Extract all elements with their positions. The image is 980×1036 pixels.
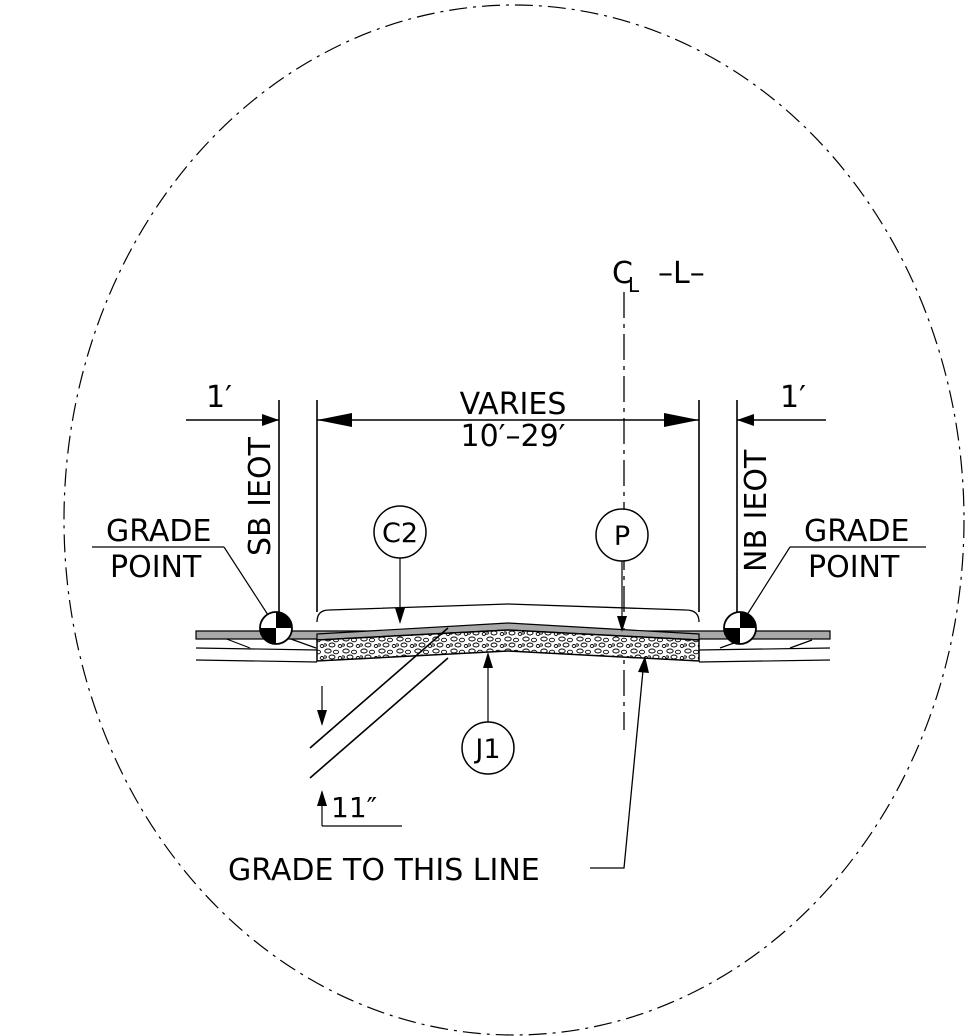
right-offset-arrow (737, 414, 754, 426)
nb-edge-label: NB IEOT (739, 449, 774, 572)
grade-point-right-symbol (723, 611, 757, 645)
callout-c2-label: C2 (382, 518, 418, 549)
depth-label: 11″ (331, 791, 377, 824)
grade-note-leader (590, 659, 645, 869)
grade-point-left-symbol (259, 611, 293, 645)
grade-point-right-line2: POINT (808, 550, 900, 585)
grade-point-left-line2: POINT (110, 550, 202, 585)
aggregate-base (316, 629, 700, 662)
width-dim-arrow-left (317, 413, 352, 427)
slope-line-lower (309, 657, 449, 779)
pavement-outline (316, 603, 700, 623)
grade-note-arrow (638, 656, 649, 673)
centerline-symbol-c: C (612, 256, 633, 291)
callout-p-label: P (614, 521, 630, 552)
left-offset-label: 1′ (206, 380, 232, 415)
callout-c2-arrow (395, 608, 405, 624)
grade-point-right-line1: GRADE (804, 514, 909, 549)
depth-arrow-top (317, 710, 327, 726)
grade-point-right-leader (744, 546, 791, 619)
sb-edge-label: SB IEOT (243, 436, 278, 556)
width-dim-arrow-right (664, 413, 699, 427)
callout-j1-label: J1 (473, 734, 500, 765)
centerline-symbol-l: L (628, 273, 640, 297)
callout-p-arrow (617, 616, 627, 632)
left-offset-arrow (262, 414, 279, 426)
depth-arrow-bottom (317, 790, 327, 806)
width-varies-label: VARIES (460, 387, 567, 422)
grade-point-left-line1: GRADE (106, 514, 211, 549)
grade-note-label: GRADE TO THIS LINE (228, 853, 540, 888)
width-range-label: 10′–29′ (461, 419, 566, 454)
grade-point-left-leader (223, 546, 271, 619)
slope-line-upper (309, 627, 449, 749)
detail-boundary (63, 4, 965, 1036)
alignment-label: –L– (658, 256, 705, 291)
existing-ground (195, 637, 831, 663)
right-offset-label: 1′ (780, 380, 806, 415)
callout-j1-arrow (483, 652, 493, 668)
